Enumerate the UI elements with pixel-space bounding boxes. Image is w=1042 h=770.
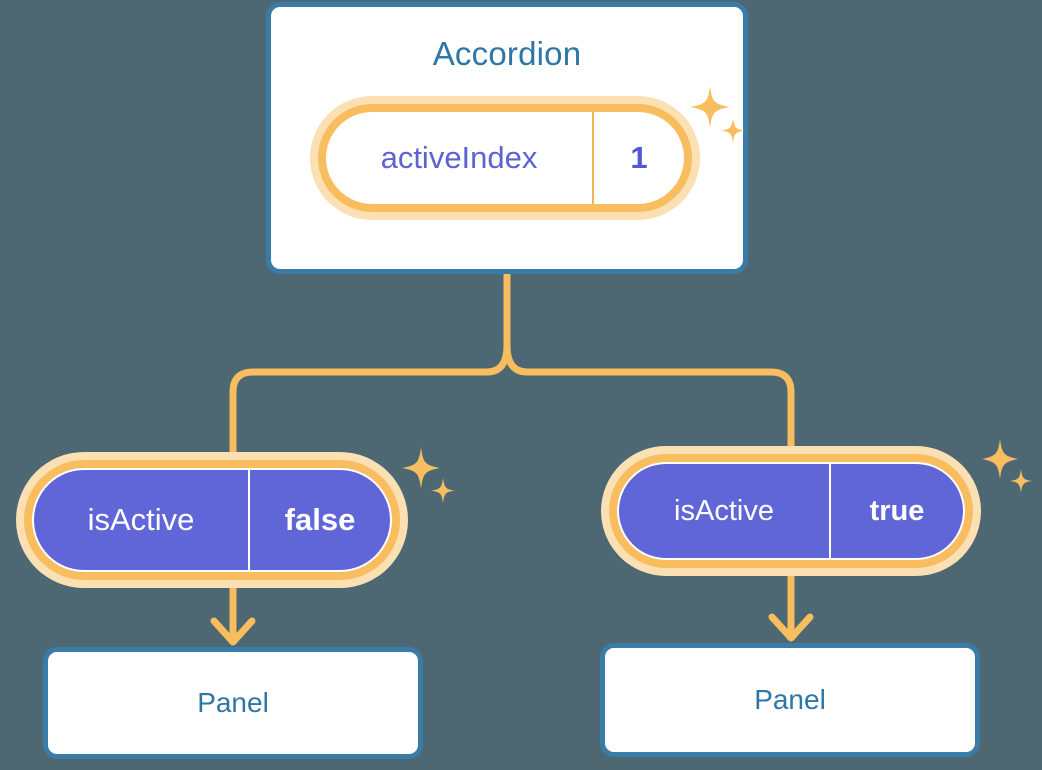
arrow-down-icon-right-head	[768, 613, 814, 642]
state-pill-ring: activeIndex 1	[318, 104, 692, 212]
state-pill-ring: isActive true	[609, 454, 973, 568]
connector-peak	[483, 344, 531, 376]
state-pill-body: isActive false	[32, 468, 392, 572]
connector-branch-right	[523, 368, 795, 452]
component-title: Accordion	[432, 35, 582, 72]
connector-branch-left	[229, 368, 491, 456]
state-pill-activeindex[interactable]: activeIndex 1	[310, 96, 700, 220]
sparkle-icon	[402, 447, 455, 503]
state-pill-isactive-true[interactable]: isActive true	[601, 446, 981, 576]
state-pill-isactive-false[interactable]: isActive false	[16, 452, 408, 588]
sparkle-icon	[982, 439, 1032, 493]
state-pill-key: activeIndex	[326, 112, 594, 204]
arrow-down-icon-left-head	[210, 617, 256, 646]
state-pill-key: isActive	[34, 470, 250, 570]
state-pill-key: isActive	[619, 464, 831, 558]
state-pill-body: isActive true	[617, 462, 965, 560]
component-card-panel-left[interactable]: Panel	[43, 647, 423, 759]
state-pill-value: 1	[630, 140, 648, 175]
state-pill-ring: isActive false	[24, 460, 400, 580]
state-pill-value: false	[284, 502, 356, 537]
component-title: Panel	[754, 684, 826, 715]
state-pill-value: true	[869, 494, 925, 527]
state-pill-body: activeIndex 1	[326, 112, 684, 204]
component-card-panel-right[interactable]: Panel	[600, 643, 980, 757]
component-title: Panel	[197, 687, 269, 718]
